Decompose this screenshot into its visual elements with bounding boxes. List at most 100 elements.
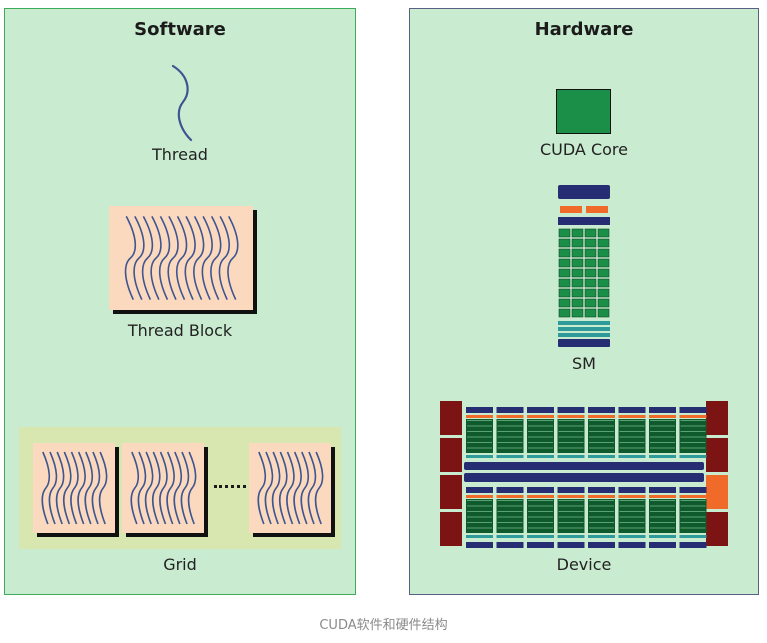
device-sm-core-row [558,447,584,449]
device-sm-core-row [467,527,492,529]
device-sm-cache [466,455,493,458]
device-sm-core-row [467,522,492,523]
sm-core-cell [558,248,571,258]
device-sm-cores [557,499,585,533]
device-sm-core-row [467,431,492,432]
device-sm-core-row [528,505,553,507]
device-sm-core-row [528,425,553,427]
sm-core-cell [584,238,597,248]
sm-cache [558,327,610,331]
device-sm-core-row [589,442,614,443]
device-sm-core-row [528,420,553,421]
device-sm-cores [466,499,493,533]
sm-core-cell [597,298,610,308]
sm-core-cell [597,308,610,318]
software-panel: Software Thread Thread Block Grid [4,8,356,595]
device-sm-cache [618,455,646,458]
device-sm-core-row [497,527,523,529]
device-sm-cache [557,455,585,458]
thread-line [41,451,51,525]
sm-core-cell [584,298,597,308]
device-sm-core-row [680,420,706,421]
device-sm-dispatch [496,415,524,418]
device-sm-dispatch [649,495,676,498]
device-sm-core-row [680,431,706,432]
thread-line [271,451,281,525]
thread-line [167,216,179,300]
thread-line [130,451,140,525]
grid-ellipsis [214,485,246,488]
device-sm-core-row [589,516,614,518]
thread-line [293,451,302,525]
device-sm-core-row [680,425,706,427]
device-sm-dispatch [679,495,707,498]
device-sm-scheduler [649,407,676,413]
thread-line [180,451,190,525]
memory-controller [440,512,462,546]
device-sm-core-row [589,500,614,501]
device-sm-dispatch [588,495,615,498]
device-sm-core-row [680,522,706,523]
device-sm-core-row [467,436,492,438]
sm-core-cell [597,288,610,298]
device-sm-core-row [558,516,584,518]
device-sm-memory [588,542,615,548]
sm-core-cell [571,258,584,268]
sm-core-cell [558,308,571,318]
device-sm-scheduler [679,407,707,413]
thread-line [84,451,94,525]
device-sm-cache [679,455,707,458]
device-sm-core-row [589,522,614,523]
sm-register-file [558,217,610,225]
device-sm-dispatch [496,495,524,498]
device-sm-core-row [497,505,523,507]
sm-core-cell [558,278,571,288]
device-sm-scheduler [557,407,585,413]
device-sm-core-row [680,436,706,438]
device-sm-scheduler [496,407,524,413]
device-sm-core-row [680,442,706,443]
thread-line [137,451,147,525]
device-sm-cache [527,535,554,538]
thread-line [124,216,137,300]
device-sm-cores [649,419,676,453]
thread-line [184,216,196,300]
device-sm-memory [466,542,493,548]
device-sm-cores [527,499,554,533]
device-sm-dispatch [466,495,493,498]
device-sm-memory [649,542,676,548]
device-sm-cache [618,535,646,538]
device-sm-core-row [558,527,584,529]
device-sm-scheduler [679,487,707,493]
device-sm-core-row [680,516,706,518]
device-sm-cores [496,499,524,533]
device-sm-cache [466,535,493,538]
thread-line [218,216,230,300]
thread-squiggle [171,64,193,142]
device-sm-core-row [467,420,492,421]
device-sm-core-row [619,527,645,529]
thread-block [109,206,253,310]
thread-line [166,451,175,525]
device-sm-dispatch [618,415,646,418]
sm-core-cell [571,278,584,288]
device-sm-core-row [497,516,523,518]
l2-cache [464,462,704,470]
sm-core-cell [584,268,597,278]
sm-core-cell [558,228,571,238]
device-sm-cores [679,419,707,453]
sm-scheduler [558,185,610,199]
sm-cache [558,333,610,337]
grid-block-3 [249,443,331,533]
device-sm-core-row [619,420,645,421]
device-sm-core-row [589,511,614,512]
grid-block-1-threads [41,451,108,525]
device-sm-core-row [619,425,645,427]
device-sm-core-row [619,511,645,512]
device-sm-core-row [558,431,584,432]
thread-line [176,216,188,300]
thread-line [210,216,222,300]
device-sm-core-row [467,505,492,507]
sm-core-cell [584,278,597,288]
device-sm-core-row [528,522,553,523]
